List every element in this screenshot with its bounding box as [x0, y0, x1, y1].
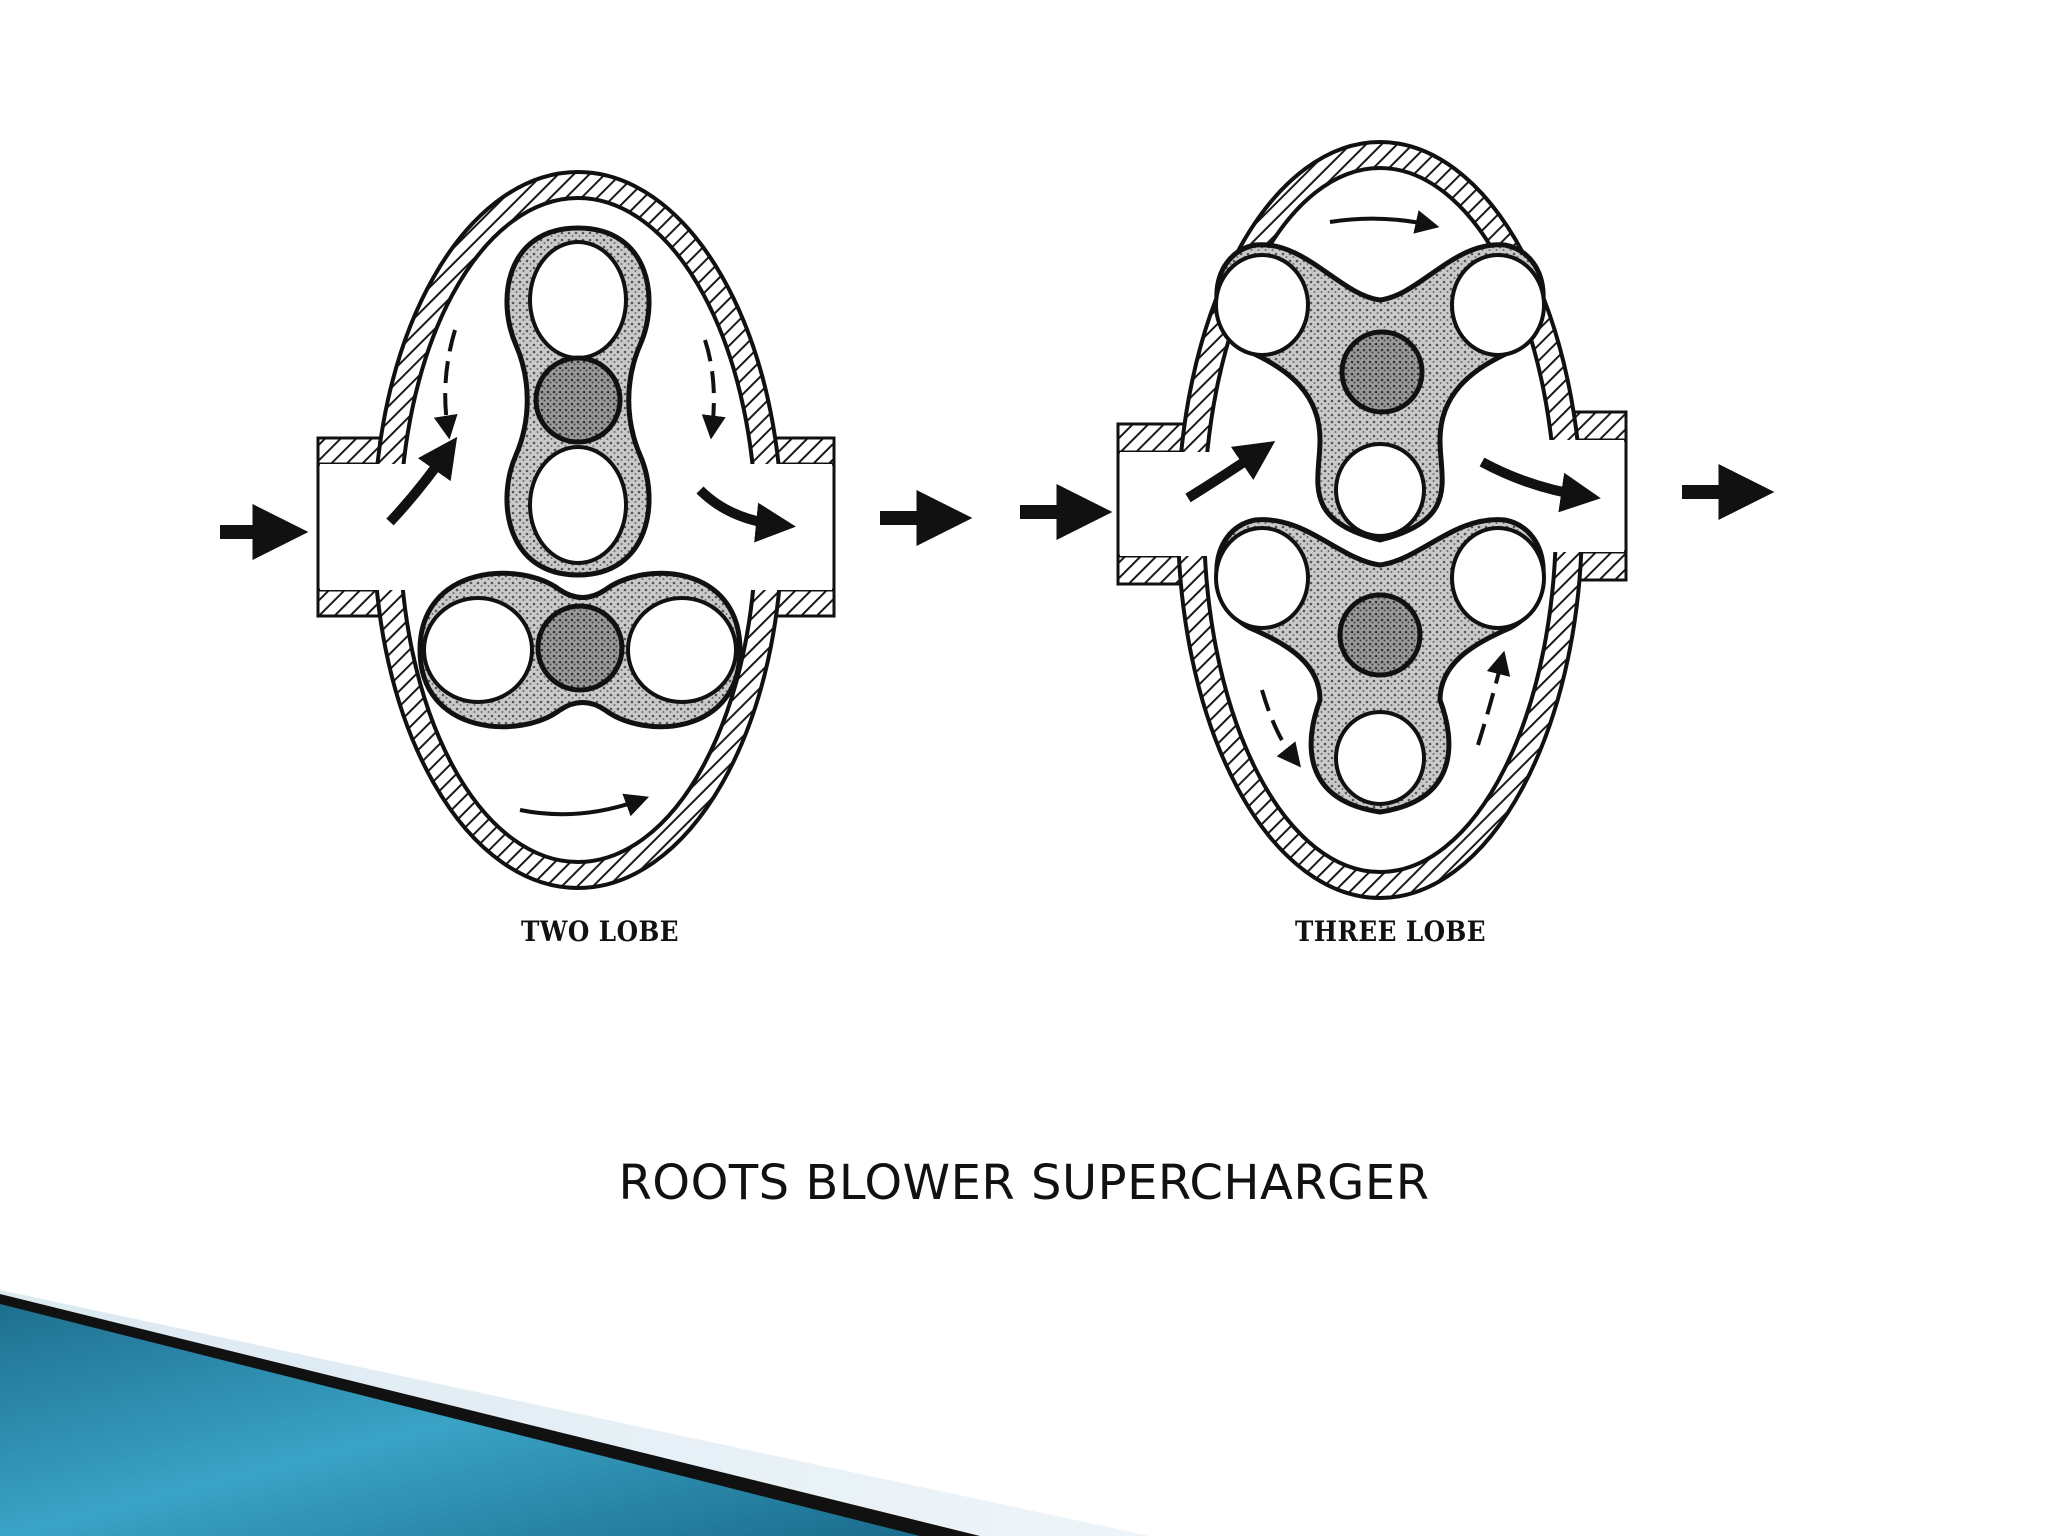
inlet-curved-arrow [1185, 441, 1276, 503]
roots-blower-diagram [220, 140, 1775, 900]
flow-arrow-bottom [519, 793, 650, 817]
outlet-curved-arrow [696, 486, 796, 543]
flow-arrow-left [1260, 689, 1301, 768]
inlet-curved-arrow [386, 436, 458, 526]
three-lobe-blower [1116, 140, 1628, 900]
three-lobe-straight-arrows [1020, 464, 1775, 540]
two-lobe-blower [316, 170, 836, 890]
footer-decoration [0, 1290, 1150, 1536]
flow-arrow-right [701, 339, 726, 440]
flow-arrow-left [433, 329, 458, 440]
two-lobe-label: TWO LOBE [521, 915, 679, 948]
footer-teal-wedge [0, 1304, 920, 1536]
flow-arrow-right [1476, 650, 1511, 746]
flow-arrow-top [1329, 210, 1440, 234]
two-lobe-bottom-rotor [417, 570, 743, 730]
two-lobe-top-rotor [504, 225, 652, 578]
three-lobe-label: THREE LOBE [1295, 915, 1487, 948]
three-lobe-bottom-rotor [1214, 517, 1546, 815]
two-lobe-straight-arrows [220, 490, 973, 560]
outlet-curved-arrow [1479, 457, 1601, 513]
three-lobe-top-rotor [1214, 242, 1546, 543]
slide-caption: ROOTS BLOWER SUPERCHARGER [618, 1155, 1430, 1211]
